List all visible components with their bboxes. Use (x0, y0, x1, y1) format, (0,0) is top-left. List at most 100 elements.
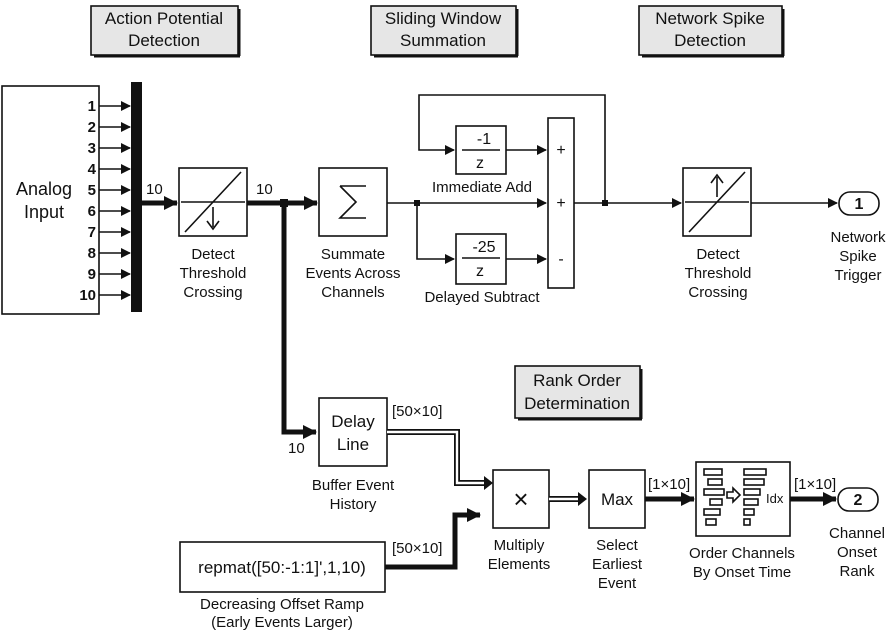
summate-caption-3: Channels (321, 284, 384, 301)
max-caption-3: Event (598, 575, 637, 592)
detect-threshold-2-caption-2: Threshold (685, 265, 752, 282)
header-rank-order-line2: Determination (524, 394, 630, 413)
header-action-potential: Action Potential Detection (90, 5, 241, 58)
analog-input-block: Analog Input 1 2 3 4 5 6 7 8 9 10 (1, 85, 131, 315)
wire-branch-to-delay-line (281, 203, 317, 439)
signal-label-delay-out: [50×10] (392, 403, 442, 420)
analog-input-label-line2: Input (24, 202, 64, 222)
branch-point-2 (414, 200, 420, 206)
summate-caption-1: Summate (321, 246, 385, 263)
header-network-spike-line2: Detection (674, 31, 746, 50)
analog-input-port-label: 8 (88, 245, 96, 262)
signal-label-ramp-out: [50×10] (392, 540, 442, 557)
sum-sign-1: + (556, 142, 565, 159)
immediate-add-block: -1 z Immediate Add (432, 125, 532, 196)
delayed-subtract-block: -25 z Delayed Subtract (424, 233, 540, 306)
header-rank-order-line1: Rank Order (533, 371, 621, 390)
wire-to-delayed-subtract (416, 203, 455, 264)
header-network-spike: Network Spike Detection (638, 5, 785, 58)
analog-input-port-label: 6 (88, 203, 96, 220)
delay-line-caption-2: History (330, 496, 377, 513)
sum-sign-3: - (558, 251, 563, 268)
signal-label-sort-out: [1×10] (794, 476, 836, 493)
analog-input-port-label: 7 (88, 224, 96, 241)
header-sliding-window-line2: Summation (400, 31, 486, 50)
multiply-caption-1: Multiply (494, 537, 545, 554)
max-text: Max (601, 490, 634, 509)
outport-2: 2 Channel Onset Rank (829, 487, 885, 580)
max-block: Max Select Earliest Event (588, 469, 646, 592)
analog-input-ports: 1 2 3 4 5 6 7 8 9 10 (79, 98, 131, 304)
sort-idx-label: Idx (766, 491, 784, 506)
ramp-block: repmat([50:-1:1]',1,10) Decreasing Offse… (179, 541, 386, 631)
analog-input-port-label: 1 (88, 98, 96, 115)
outport-2-caption-3: Rank (839, 563, 875, 580)
outport-2-number: 2 (854, 492, 863, 509)
detect-threshold-1-caption-3: Crossing (183, 284, 242, 301)
header-sliding-window-line1: Sliding Window (385, 9, 502, 28)
outport-2-caption-2: Onset (837, 544, 878, 561)
summate-block: Summate Events Across Channels (305, 167, 401, 301)
immediate-add-numerator: -1 (477, 131, 491, 148)
wire-ramp-to-multiply (385, 508, 481, 570)
wire-multiply-to-max (549, 492, 587, 506)
sort-caption-1: Order Channels (689, 545, 795, 562)
ramp-caption-1: Decreasing Offset Ramp (200, 596, 364, 613)
signal-label-mux-out: 10 (146, 181, 163, 198)
outport-1: 1 Network Spike Trigger (830, 191, 886, 284)
signal-label-delay-in: 10 (288, 440, 305, 457)
multiply-caption-2: Elements (488, 556, 551, 573)
header-network-spike-line1: Network Spike (655, 9, 765, 28)
header-action-potential-line2: Detection (128, 31, 200, 50)
outport-2-caption-1: Channel (829, 525, 885, 542)
delay-line-text-1: Delay (331, 412, 375, 431)
wire-delay-to-multiply (387, 429, 493, 490)
analog-input-port-label: 9 (88, 266, 96, 283)
analog-input-port-label: 4 (88, 161, 97, 178)
analog-input-port-label: 3 (88, 140, 96, 157)
max-caption-2: Earliest (592, 556, 643, 573)
outport-1-caption-3: Trigger (835, 267, 882, 284)
delayed-subtract-denominator: z (476, 263, 484, 280)
multiply-icon: × (513, 484, 528, 514)
ramp-caption-2: (Early Events Larger) (211, 614, 353, 631)
sigma-icon (338, 185, 366, 219)
wire-feedback-loop (418, 94, 606, 203)
immediate-add-denominator: z (476, 155, 484, 172)
summate-caption-2: Events Across (305, 265, 400, 282)
detect-threshold-block-2: Detect Threshold Crossing (682, 167, 752, 301)
sort-caption-2: By Onset Time (693, 564, 791, 581)
sort-block: Idx Order Channels By Onset Time (689, 461, 795, 581)
down-arrow-icon (206, 220, 220, 231)
max-caption-1: Select (596, 537, 639, 554)
sort-icon (703, 468, 767, 526)
delayed-subtract-numerator: -25 (472, 239, 495, 256)
analog-input-label-line1: Analog (16, 179, 72, 199)
branch-point-3 (602, 200, 608, 206)
detect-threshold-1-caption-1: Detect (191, 246, 235, 263)
analog-input-port-label: 10 (79, 287, 96, 304)
immediate-add-caption: Immediate Add (432, 179, 532, 196)
detect-threshold-1-caption-2: Threshold (180, 265, 247, 282)
up-arrow-icon (710, 173, 724, 184)
signal-label-threshold-out: 10 (256, 181, 273, 198)
outport-1-caption-2: Spike (839, 248, 877, 265)
sum-sign-2: + (556, 195, 565, 212)
analog-input-port-label: 2 (88, 119, 96, 136)
signal-label-max-out: [1×10] (648, 476, 690, 493)
detect-threshold-2-caption-3: Crossing (688, 284, 747, 301)
delay-line-caption-1: Buffer Event (312, 477, 395, 494)
branch-point-1 (280, 199, 288, 207)
analog-input-port-label: 5 (88, 182, 96, 199)
delay-line-text-2: Line (337, 435, 369, 454)
outport-1-caption-1: Network (830, 229, 886, 246)
header-sliding-window: Sliding Window Summation (370, 5, 519, 58)
delayed-subtract-caption: Delayed Subtract (424, 289, 540, 306)
mux-bar (131, 82, 142, 312)
delay-line-block: Delay Line Buffer Event History (312, 397, 395, 513)
multiply-block: × Multiply Elements (488, 469, 551, 573)
sum-block: + + - (547, 117, 575, 289)
ramp-expression: repmat([50:-1:1]',1,10) (198, 558, 366, 577)
header-rank-order: Rank Order Determination (514, 365, 643, 421)
